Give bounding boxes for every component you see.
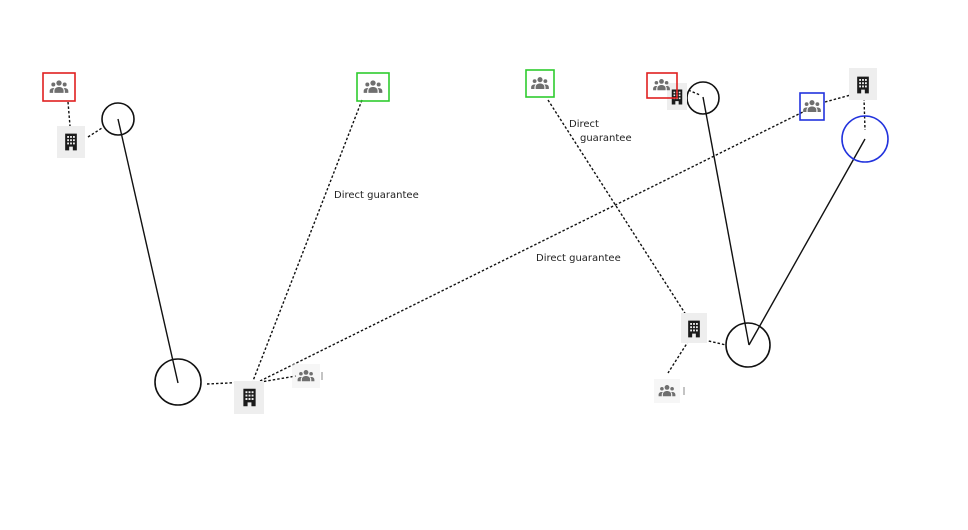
edge-dotted	[863, 97, 866, 131]
node-circle[interactable]	[101, 102, 135, 136]
edges	[67, 84, 866, 387]
edge-solid	[748, 138, 866, 346]
edge-dotted	[251, 110, 806, 386]
building-icon[interactable]	[57, 126, 85, 158]
edge-dotted	[67, 101, 71, 127]
building-icon[interactable]	[849, 68, 877, 100]
edge-label: guarantee	[580, 133, 632, 144]
group-nodes	[42, 69, 825, 403]
company-nodes	[57, 68, 877, 414]
people-group-icon[interactable]	[799, 92, 825, 121]
building-icon[interactable]	[234, 381, 264, 414]
circle-nodes	[101, 81, 889, 406]
people-group-icon[interactable]	[42, 72, 76, 102]
people-group-icon[interactable]	[646, 72, 678, 99]
node-circle[interactable]	[154, 358, 202, 406]
building-icon[interactable]	[681, 313, 707, 343]
people-group-icon[interactable]	[356, 72, 390, 102]
edge-label: Direct guarantee	[334, 190, 419, 201]
node-circle[interactable]	[725, 322, 771, 368]
node-circle-highlighted[interactable]	[841, 115, 889, 163]
edge-dotted	[250, 99, 363, 387]
edge-labels: Direct guarantee Direct guarantee Direct…	[334, 119, 632, 264]
edge-solid	[117, 118, 179, 384]
edge-label: Direct	[569, 119, 599, 130]
people-group-icon[interactable]	[525, 69, 555, 98]
edge-dotted	[87, 127, 103, 138]
people-group-icon[interactable]	[292, 364, 323, 388]
edge-solid	[702, 96, 750, 346]
edge-label: Direct guarantee	[536, 253, 621, 264]
people-group-icon[interactable]	[654, 379, 685, 403]
